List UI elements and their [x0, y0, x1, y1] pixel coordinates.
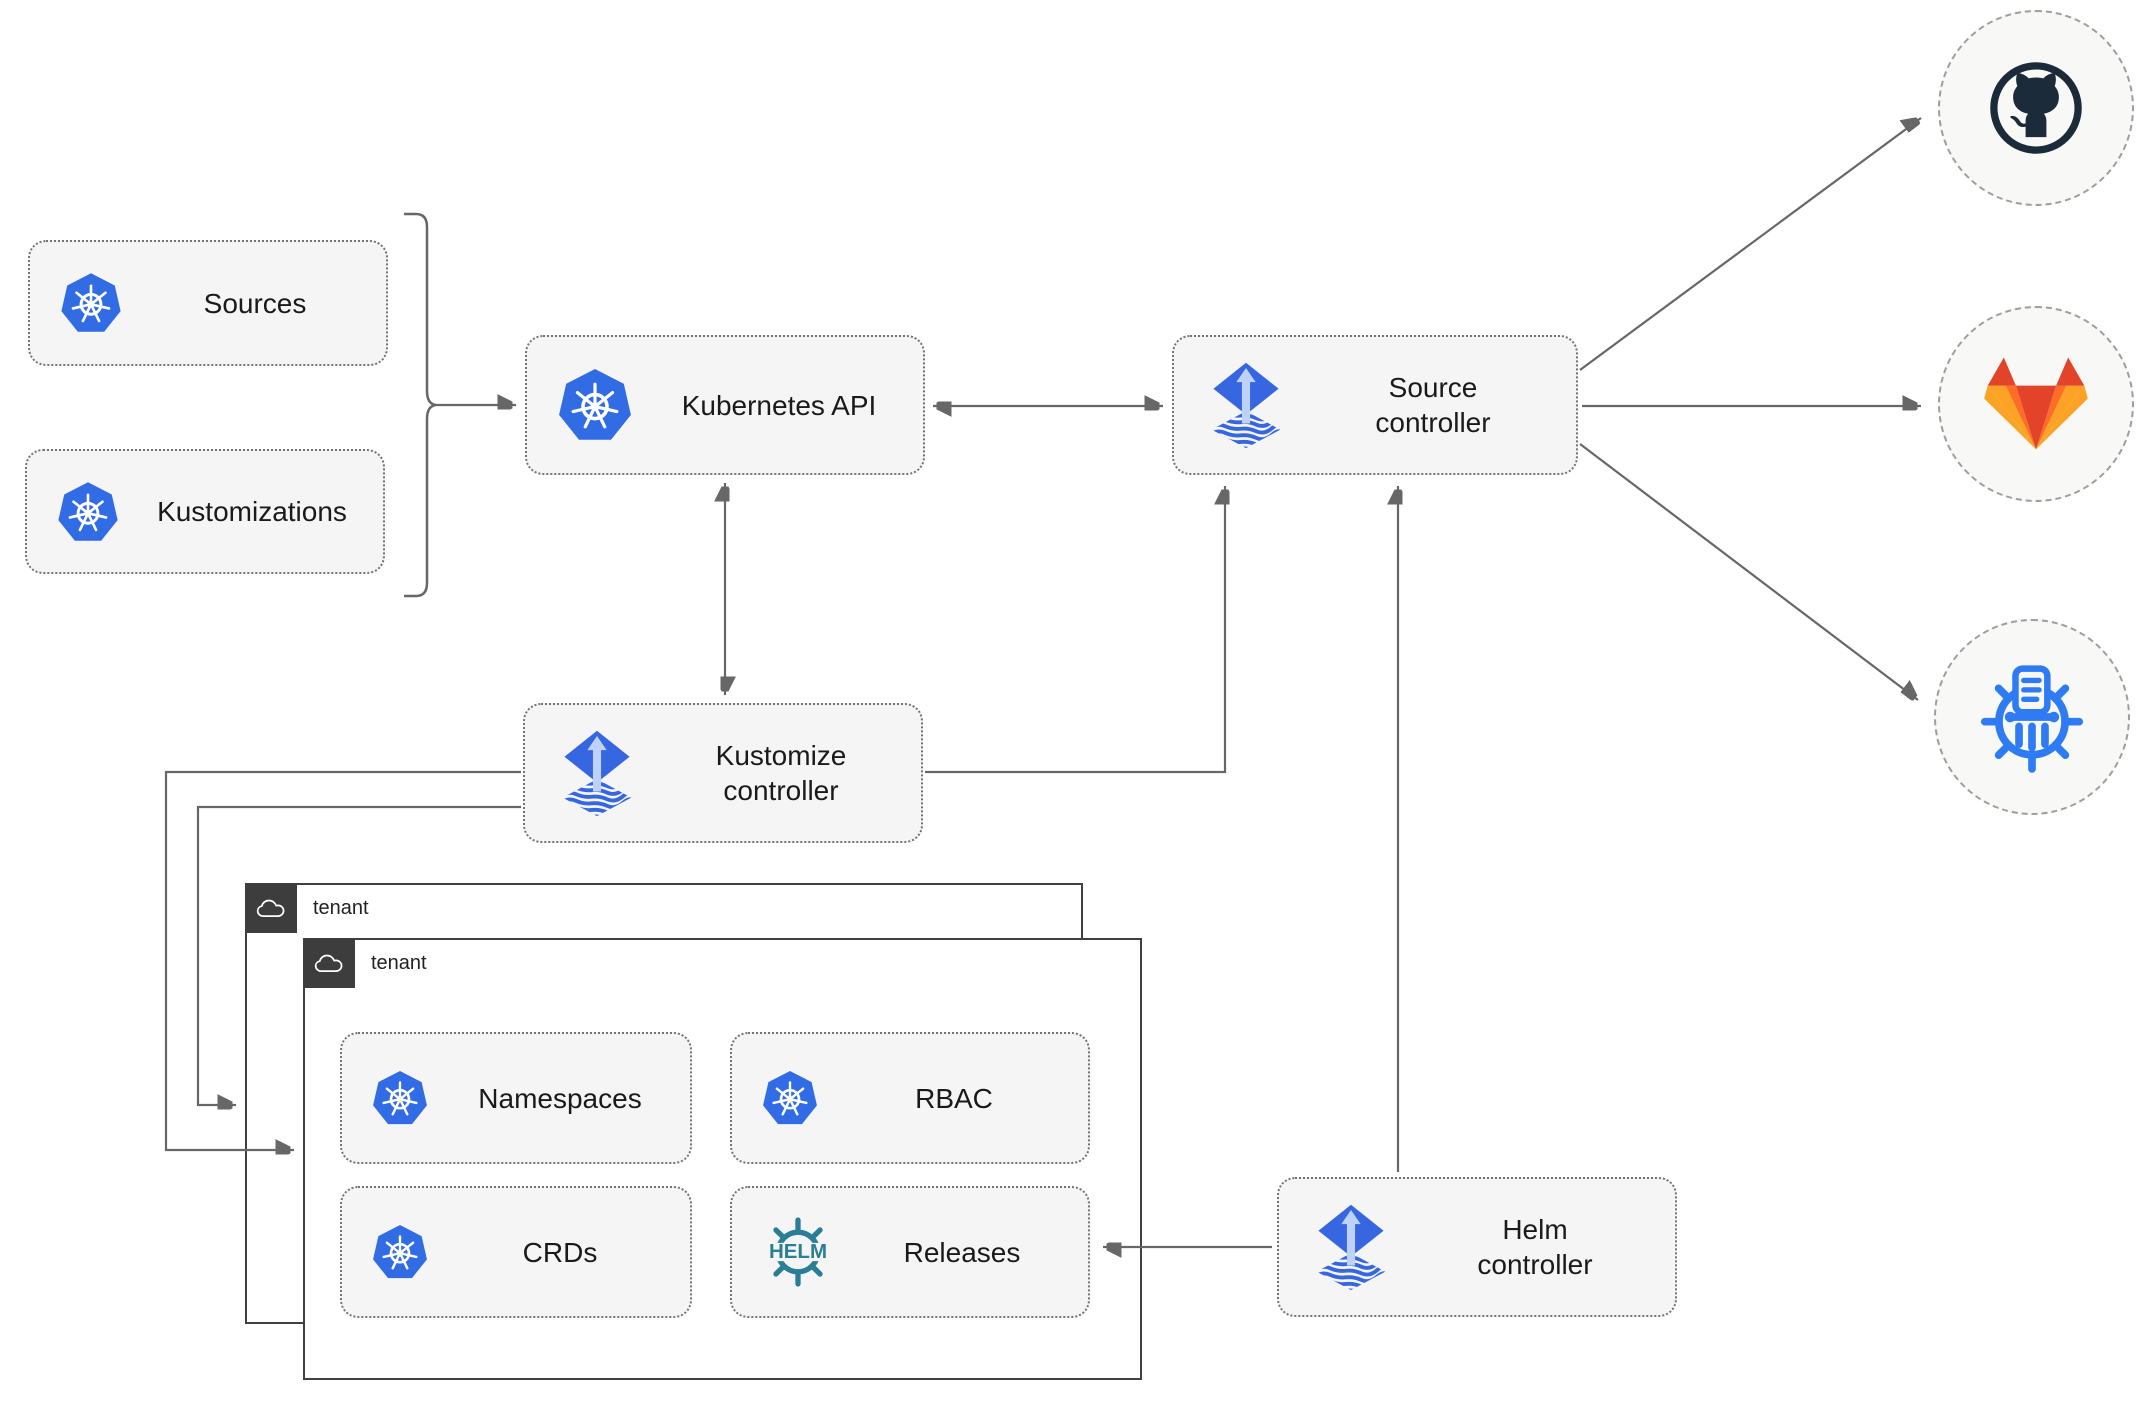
node-source-controller: Source controller	[1172, 335, 1578, 475]
node-label: Source controller	[1375, 372, 1491, 438]
tenant-label: tenant	[313, 897, 369, 919]
node-label: Releases	[903, 1236, 1021, 1268]
kubernetes-icon	[55, 479, 121, 545]
node-label: Kubernetes API	[681, 389, 877, 421]
flux-icon	[1202, 359, 1290, 451]
node-label: Helm controller	[1477, 1214, 1593, 1280]
node-rbac: RBAC	[730, 1032, 1090, 1164]
github-icon	[1984, 56, 2088, 160]
bracket-sources-kustomizations	[404, 212, 437, 598]
node-label: Namespaces	[478, 1082, 642, 1114]
arrow-source-to-github	[1579, 118, 1922, 371]
node-kustomize-controller: Kustomize controller	[523, 703, 923, 843]
kubernetes-icon	[58, 270, 124, 336]
node-label: Kustomizations	[157, 496, 347, 527]
arrow-source-to-chart-repository	[1579, 443, 1918, 700]
node-releases: HELM Releases	[730, 1186, 1090, 1318]
node-helm-controller: Helm controller	[1277, 1177, 1677, 1317]
arrow-kustomize-to-source-controller	[925, 486, 1225, 774]
repo-chart-repository	[1934, 619, 2130, 815]
tenant-label: tenant	[371, 952, 427, 974]
flux-icon	[1307, 1201, 1395, 1293]
node-sources: Sources	[28, 240, 388, 366]
node-kustomizations: Kustomizations	[25, 449, 385, 574]
node-label: Sources	[203, 287, 307, 319]
node-label: CRDs	[522, 1236, 598, 1268]
node-kubernetes-api: Kubernetes API	[525, 335, 925, 475]
tenant-tab	[245, 883, 297, 933]
cloud-icon	[313, 952, 345, 975]
gitlab-icon	[1982, 350, 2090, 458]
kubernetes-icon	[370, 1068, 430, 1128]
node-crds: CRDs	[340, 1186, 692, 1318]
repo-github	[1938, 10, 2134, 206]
kubernetes-icon	[555, 365, 635, 445]
cloud-icon	[255, 897, 287, 920]
flux-icon	[553, 727, 641, 819]
kubernetes-icon	[370, 1222, 430, 1282]
kubernetes-icon	[760, 1068, 820, 1128]
tenant-tab	[303, 938, 355, 988]
chartmuseum-icon	[1973, 658, 2091, 776]
helm-wordmark: HELM	[769, 1240, 827, 1263]
helm-icon: HELM	[769, 1217, 827, 1287]
node-label: Kustomize controller	[715, 740, 847, 806]
node-label: RBAC	[915, 1082, 993, 1114]
repo-gitlab	[1938, 306, 2134, 502]
node-namespaces: Namespaces	[340, 1032, 692, 1164]
